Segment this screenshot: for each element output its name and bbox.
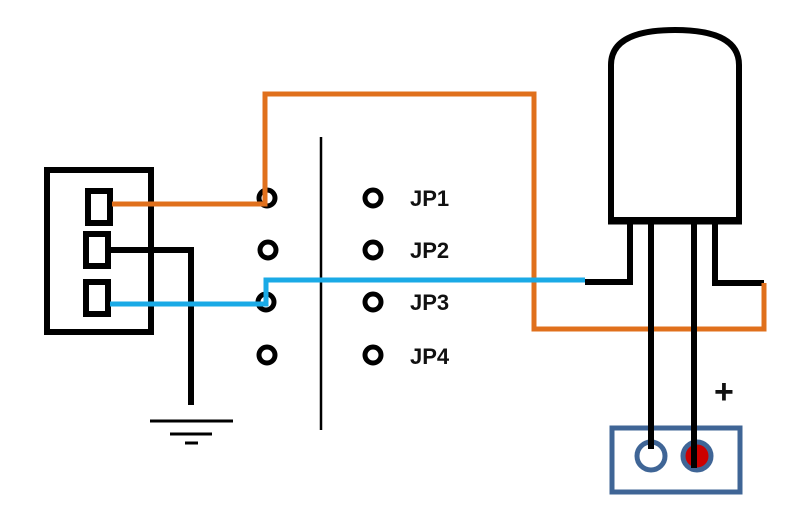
jumper-left-2 xyxy=(257,239,279,261)
connector-pin-3 xyxy=(83,279,111,317)
polarity-plus-label: + xyxy=(714,373,734,411)
jumper-left-column xyxy=(255,187,279,366)
jumper-left-4 xyxy=(256,344,278,366)
jumper-label-jp2: JP2 xyxy=(410,238,449,263)
blue-wire xyxy=(110,277,585,307)
orange-wire xyxy=(112,91,767,332)
component-right-leg xyxy=(712,222,764,286)
jumper-right-column xyxy=(362,187,384,366)
jumper-label-jp1: JP1 xyxy=(410,186,449,211)
connector-pin-1 xyxy=(85,188,113,226)
jumper-right-2 xyxy=(362,239,384,261)
terminal-housing xyxy=(609,425,743,495)
ground-icon xyxy=(150,419,233,445)
terminal-block xyxy=(609,420,743,495)
component-left-leg xyxy=(585,222,633,285)
ground-wire xyxy=(108,247,194,405)
jumper-label-jp4: JP4 xyxy=(410,344,450,369)
jumper-right-3 xyxy=(362,291,384,313)
jumper-label-jp3: JP3 xyxy=(410,290,449,315)
connector-pin-2 xyxy=(83,231,111,269)
jumper-right-4 xyxy=(362,344,384,366)
component-body xyxy=(608,26,742,225)
jumper-right-1 xyxy=(362,187,384,209)
